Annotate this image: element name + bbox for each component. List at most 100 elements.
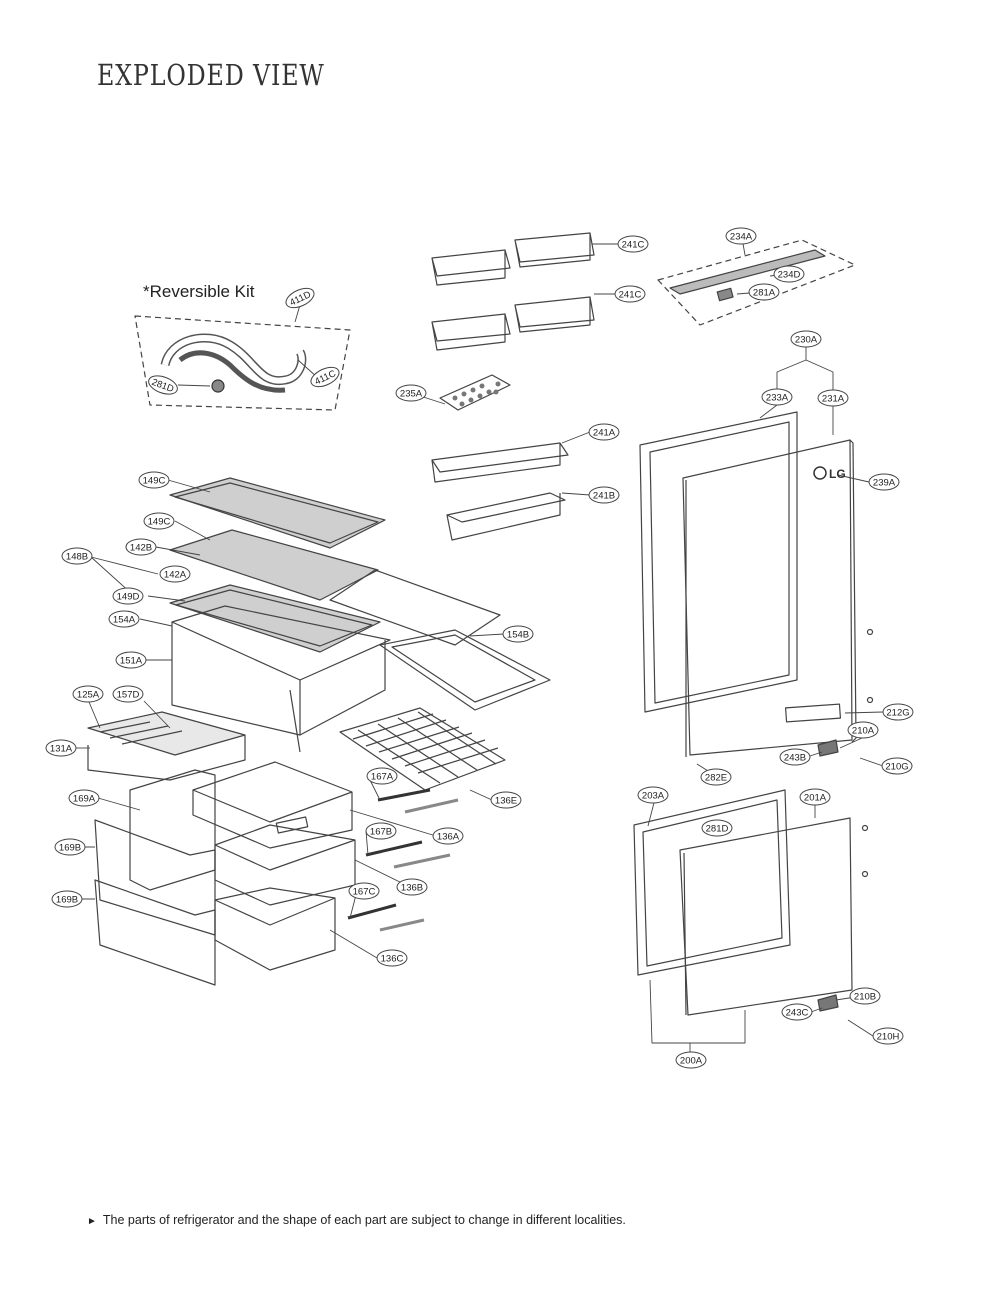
drawer-frame-169b [94, 819, 216, 936]
part-label-bubble [588, 423, 620, 441]
part-label-bubble [868, 473, 900, 491]
part-label-text: 167B [370, 827, 392, 838]
footnote-marker: ► [87, 1216, 97, 1227]
part-label-bubble [675, 1051, 707, 1069]
part-label-text: 136E [495, 796, 517, 807]
part-label-text: 203A [642, 791, 665, 802]
part-label-bubble [432, 827, 464, 845]
part-label-241a: 241A [588, 423, 620, 441]
part-label-241c: 241C [617, 235, 649, 253]
reversible-kit-group [134, 315, 351, 411]
part-label-text: 281A [753, 288, 776, 299]
part-label-text: 169A [73, 794, 96, 805]
top-hinge-kit [657, 239, 856, 326]
part-label-148b: 148B [61, 547, 93, 565]
part-label-bubble [45, 739, 77, 757]
part-label-bubble [112, 587, 144, 605]
part-label-233a: 233A [761, 388, 793, 406]
part-label-167b: 167B [365, 822, 397, 840]
part-label-text: 241C [622, 240, 645, 251]
part-label-text: 282E [705, 773, 727, 784]
part-label-text: 239A [873, 478, 896, 489]
part-label-bubble [285, 287, 315, 309]
part-label-text: 200A [680, 1056, 703, 1067]
part-label-text: 210H [877, 1032, 900, 1043]
part-label-text: 157D [117, 690, 140, 701]
part-label-235a: 235A [395, 384, 427, 402]
part-label-text: 234D [778, 270, 801, 281]
part-label-text: 149C [148, 517, 171, 528]
part-label-bubble [366, 767, 398, 785]
door-bins-large [431, 442, 569, 541]
part-label-bubble [779, 748, 811, 766]
part-label-bubble [761, 388, 793, 406]
part-label-text: 241A [593, 428, 616, 439]
part-label-bubble [614, 285, 646, 303]
crisper-cover-154b [329, 569, 551, 711]
part-label-bubble [617, 235, 649, 253]
part-label-bubble [68, 789, 100, 807]
part-label-241b: 241B [588, 486, 620, 504]
part-label-text: 201A [804, 793, 827, 804]
part-label-text: 154A [113, 615, 136, 626]
glass-shelf-149c-2 [169, 529, 379, 601]
part-label-bubble [108, 610, 140, 628]
part-label-157d: 157D [112, 685, 144, 703]
part-label-text: 235A [400, 389, 423, 400]
part-label-text: 210G [885, 762, 908, 773]
part-label-text: 148B [66, 552, 88, 563]
part-label-212g: 212G [882, 703, 914, 721]
part-label-text: 125A [77, 690, 100, 701]
part-label-bubble [54, 838, 86, 856]
part-label-bubble [112, 685, 144, 703]
footnote-text: The parts of refrigerator and the shape … [102, 1213, 626, 1227]
egg-tray-cups [452, 381, 501, 407]
part-label-bubble [376, 949, 408, 967]
part-label-text: 136B [401, 883, 423, 894]
part-label-text: 151A [120, 656, 143, 667]
part-label-text: 210B [854, 992, 876, 1003]
part-label-text: 212G [886, 708, 909, 719]
part-label-bubble [125, 538, 157, 556]
part-label-bubble [882, 703, 914, 721]
part-label-text: 243C [786, 1008, 809, 1019]
door-bin [431, 313, 511, 351]
drawer-136c [214, 887, 336, 971]
drawer-136a [192, 761, 353, 849]
part-label-text: 149D [117, 592, 140, 603]
door-gasket-203a [633, 789, 791, 976]
part-label-bubble [773, 265, 805, 283]
door-bin [431, 249, 511, 286]
upper-door-assembly [639, 411, 874, 757]
egg-tray [439, 374, 511, 411]
part-label-text: 230A [795, 335, 818, 346]
part-label-text: 154B [507, 630, 529, 641]
part-label-201a: 201A [799, 788, 831, 806]
part-label-142b: 142B [125, 538, 157, 556]
part-label-text: 243B [784, 753, 806, 764]
upper-door-231a [682, 439, 853, 756]
part-label-bubble [588, 486, 620, 504]
part-label-281d: 281D [701, 819, 733, 837]
part-label-169a: 169A [68, 789, 100, 807]
part-label-136c: 136C [376, 949, 408, 967]
part-label-bubble [847, 721, 879, 739]
lg-logo-text: LG [829, 467, 846, 481]
part-label-bubble [143, 512, 175, 530]
door-gasket-233a [639, 411, 798, 713]
part-label-text: 136A [437, 832, 460, 843]
part-label-bubble [61, 547, 93, 565]
part-label-bubble [365, 822, 397, 840]
part-label-text: 167C [353, 887, 376, 898]
door-label [784, 703, 842, 723]
part-label-text: 149C [143, 476, 166, 487]
door-bins-top [431, 232, 595, 351]
part-label-text: 167A [371, 772, 394, 783]
part-label-bubble [637, 786, 669, 804]
drawer-rails [347, 788, 459, 932]
part-label-149d: 149D [112, 587, 144, 605]
door-bin-241b [446, 492, 566, 541]
part-label-200a: 200A [675, 1051, 707, 1069]
part-label-169b: 169B [51, 890, 83, 908]
part-label-234d: 234D [773, 265, 805, 283]
